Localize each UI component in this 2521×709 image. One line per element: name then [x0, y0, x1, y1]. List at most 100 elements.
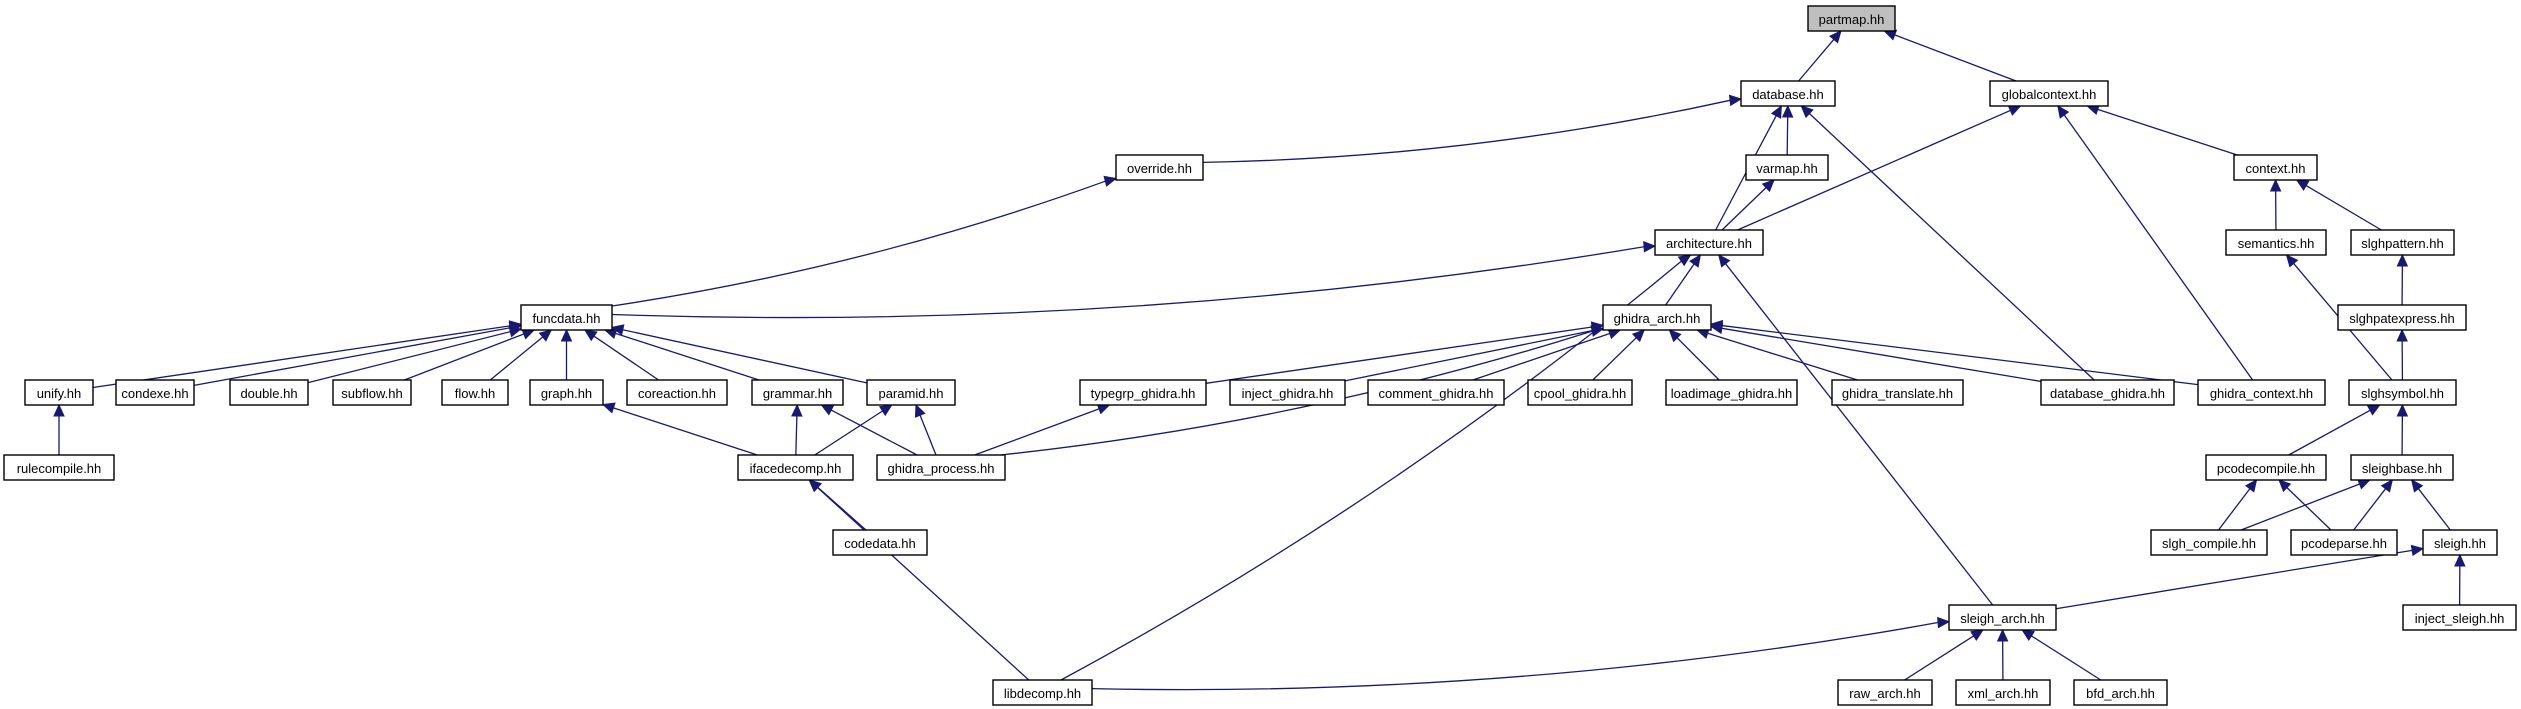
- node-codedata[interactable]: codedata.hh: [832, 529, 928, 556]
- node-box[interactable]: [737, 454, 854, 481]
- node-typegrp_ghidra[interactable]: typegrp_ghidra.hh: [1079, 379, 1207, 406]
- arrowhead-icon: [2396, 403, 2409, 417]
- node-box[interactable]: [751, 379, 844, 406]
- node-box[interactable]: [2350, 454, 2454, 481]
- node-funcdata[interactable]: funcdata.hh: [520, 304, 613, 331]
- node-slghsymbol[interactable]: slghsymbol.hh: [2348, 379, 2457, 406]
- node-box[interactable]: [1989, 80, 2109, 107]
- node-ghidra_translate[interactable]: ghidra_translate.hh: [1831, 379, 1964, 406]
- node-box[interactable]: [1831, 379, 1964, 406]
- node-box[interactable]: [3, 454, 115, 481]
- node-box[interactable]: [1665, 379, 1798, 406]
- node-box[interactable]: [1740, 80, 1836, 107]
- node-box[interactable]: [2225, 229, 2327, 256]
- node-box[interactable]: [876, 454, 1006, 481]
- node-box[interactable]: [1837, 679, 1933, 706]
- node-box[interactable]: [529, 379, 604, 406]
- node-cpool_ghidra[interactable]: cpool_ghidra.hh: [1527, 379, 1633, 406]
- node-pcodeparse[interactable]: pcodeparse.hh: [2290, 529, 2398, 556]
- node-box[interactable]: [2290, 529, 2398, 556]
- node-box[interactable]: [2205, 454, 2327, 481]
- node-double[interactable]: double.hh: [229, 379, 309, 406]
- node-xml_arch[interactable]: xml_arch.hh: [1955, 679, 2051, 706]
- node-label: ghidra_process.hh: [888, 461, 995, 476]
- node-box[interactable]: [1948, 604, 2057, 631]
- node-database[interactable]: database.hh: [1740, 80, 1836, 107]
- node-subflow[interactable]: subflow.hh: [332, 379, 412, 406]
- node-label: ghidra_context.hh: [2210, 386, 2313, 401]
- node-box[interactable]: [2073, 679, 2168, 706]
- edge-libdecomp-to-ifacedecomp: [816, 486, 1030, 681]
- node-box[interactable]: [1654, 229, 1764, 256]
- node-varmap[interactable]: varmap.hh: [1745, 154, 1829, 181]
- node-ifacedecomp[interactable]: ifacedecomp.hh: [737, 454, 854, 481]
- node-context[interactable]: context.hh: [2233, 154, 2318, 181]
- node-coreaction[interactable]: coreaction.hh: [626, 379, 728, 406]
- node-override[interactable]: override.hh: [1115, 154, 1204, 181]
- node-pcodecompile[interactable]: pcodecompile.hh: [2205, 454, 2327, 481]
- node-box[interactable]: [2233, 154, 2318, 181]
- node-condexe[interactable]: condexe.hh: [115, 379, 195, 406]
- node-box[interactable]: [441, 379, 509, 406]
- node-flow[interactable]: flow.hh: [441, 379, 509, 406]
- node-slghpattern[interactable]: slghpattern.hh: [2350, 229, 2455, 256]
- node-box[interactable]: [992, 679, 1093, 706]
- node-slghpatexpress[interactable]: slghpatexpress.hh: [2337, 304, 2467, 331]
- node-raw_arch[interactable]: raw_arch.hh: [1837, 679, 1933, 706]
- node-label: subflow.hh: [341, 386, 402, 401]
- node-inject_sleigh[interactable]: inject_sleigh.hh: [2402, 604, 2517, 631]
- node-database_ghidra[interactable]: database_ghidra.hh: [2040, 379, 2175, 406]
- node-box[interactable]: [1745, 154, 1829, 181]
- node-box[interactable]: [115, 379, 195, 406]
- node-box[interactable]: [1229, 379, 1346, 406]
- node-paramid[interactable]: paramid.hh: [866, 379, 956, 406]
- node-box[interactable]: [626, 379, 728, 406]
- node-box[interactable]: [1602, 304, 1712, 331]
- node-slgh_compile[interactable]: slgh_compile.hh: [2150, 529, 2268, 556]
- node-box[interactable]: [520, 304, 613, 331]
- node-box[interactable]: [2348, 379, 2457, 406]
- node-box[interactable]: [2337, 304, 2467, 331]
- node-box[interactable]: [1079, 379, 1207, 406]
- node-box[interactable]: [229, 379, 309, 406]
- node-grammar[interactable]: grammar.hh: [751, 379, 844, 406]
- node-partmap[interactable]: partmap.hh: [1807, 5, 1896, 32]
- node-box[interactable]: [2350, 229, 2455, 256]
- edge-sleigh_arch-to-architecture: [1725, 263, 1994, 606]
- arrowhead-icon: [2396, 328, 2408, 342]
- node-label: paramid.hh: [878, 386, 943, 401]
- node-box[interactable]: [866, 379, 956, 406]
- node-graph[interactable]: graph.hh: [529, 379, 604, 406]
- node-ghidra_process[interactable]: ghidra_process.hh: [876, 454, 1006, 481]
- node-box[interactable]: [24, 379, 94, 406]
- node-box[interactable]: [2040, 379, 2175, 406]
- node-unify[interactable]: unify.hh: [24, 379, 94, 406]
- node-inject_ghidra[interactable]: inject_ghidra.hh: [1229, 379, 1346, 406]
- node-bfd_arch[interactable]: bfd_arch.hh: [2073, 679, 2168, 706]
- node-sleigh[interactable]: sleigh.hh: [2422, 529, 2498, 556]
- node-box[interactable]: [1527, 379, 1633, 406]
- node-ghidra_context[interactable]: ghidra_context.hh: [2197, 379, 2326, 406]
- node-box[interactable]: [2150, 529, 2268, 556]
- node-comment_ghidra[interactable]: comment_ghidra.hh: [1367, 379, 1505, 406]
- node-box[interactable]: [332, 379, 412, 406]
- node-box[interactable]: [2422, 529, 2498, 556]
- node-box[interactable]: [832, 529, 928, 556]
- node-globalcontext[interactable]: globalcontext.hh: [1989, 80, 2109, 107]
- node-box[interactable]: [2197, 379, 2326, 406]
- node-ghidra_arch[interactable]: ghidra_arch.hh: [1602, 304, 1712, 331]
- node-semantics[interactable]: semantics.hh: [2225, 229, 2327, 256]
- node-box[interactable]: [1367, 379, 1505, 406]
- node-loadimage_ghidra[interactable]: loadimage_ghidra.hh: [1665, 379, 1798, 406]
- node-box[interactable]: [1807, 5, 1896, 32]
- node-rulecompile[interactable]: rulecompile.hh: [3, 454, 115, 481]
- arrowhead-icon: [2454, 553, 2466, 567]
- node-sleighbase[interactable]: sleighbase.hh: [2350, 454, 2454, 481]
- arrowhead-icon: [2295, 179, 2310, 191]
- node-box[interactable]: [1955, 679, 2051, 706]
- node-box[interactable]: [1115, 154, 1204, 181]
- node-libdecomp[interactable]: libdecomp.hh: [992, 679, 1093, 706]
- node-sleigh_arch[interactable]: sleigh_arch.hh: [1948, 604, 2057, 631]
- node-box[interactable]: [2402, 604, 2517, 631]
- node-architecture[interactable]: architecture.hh: [1654, 229, 1764, 256]
